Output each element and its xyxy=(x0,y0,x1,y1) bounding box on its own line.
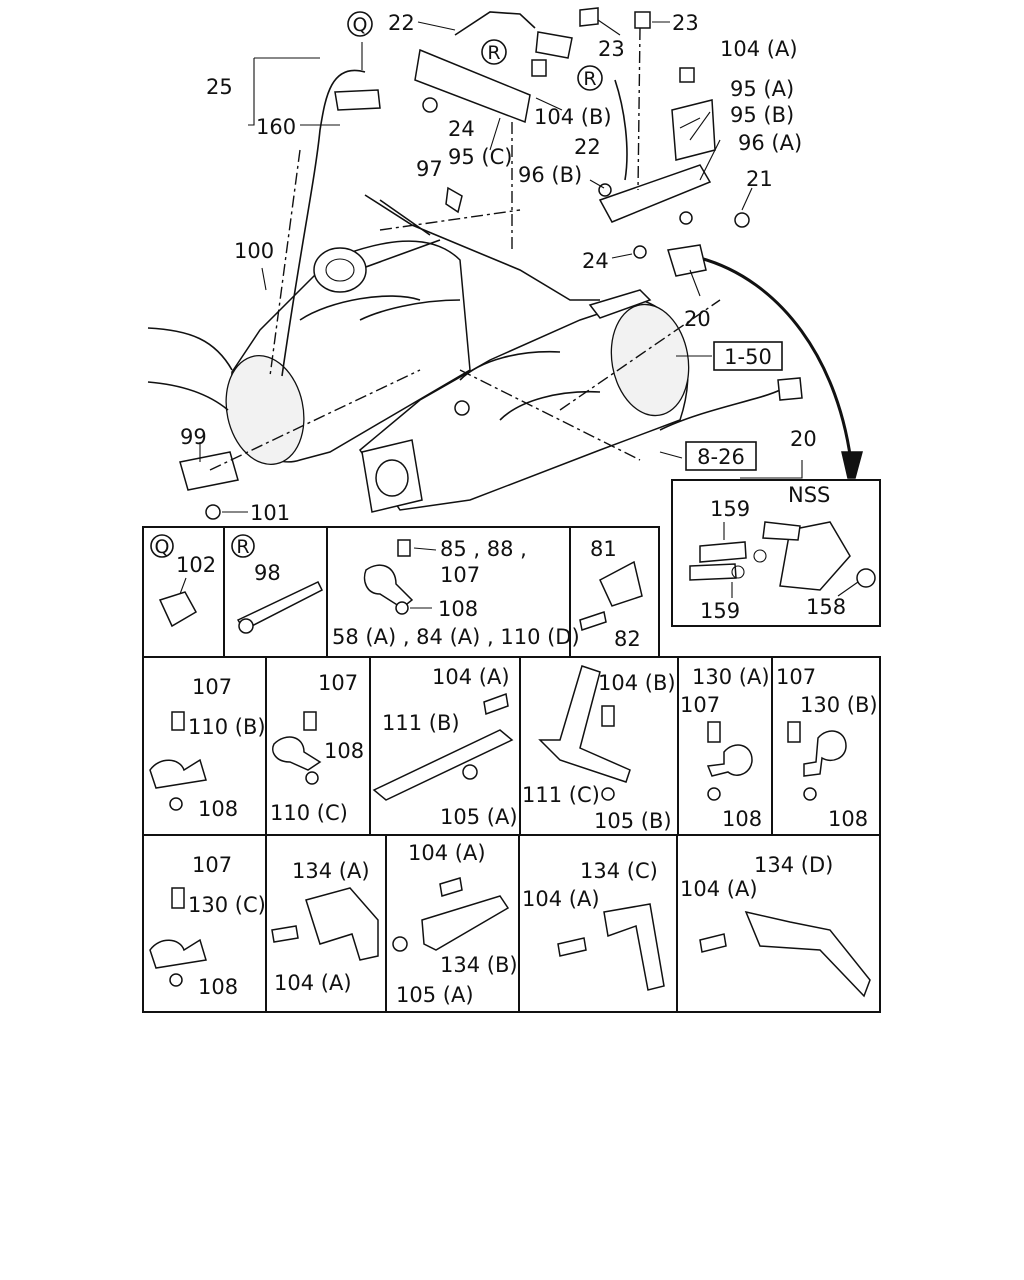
label-95b: 95 (B) xyxy=(730,103,794,127)
label-96a: 96 (A) xyxy=(738,131,802,155)
r2c4-105b: 105 (B) xyxy=(594,809,672,833)
r-marker-label: R xyxy=(487,42,500,64)
ref-1-50[interactable]: 1-50 xyxy=(724,345,772,369)
q-marker-label: Q xyxy=(353,14,368,36)
label-22a: 22 xyxy=(388,11,415,35)
label-95c: 95 (C) xyxy=(448,145,512,169)
r3c4-104a: 104 (A) xyxy=(522,887,600,911)
label-107-r1: 107 xyxy=(440,563,480,587)
label-99: 99 xyxy=(180,425,207,449)
cell-r-98: R 98 xyxy=(231,534,324,634)
r-marker-label-2: R xyxy=(583,68,596,90)
cell-134b: 104 (A) 105 (A) 134 (B) xyxy=(392,841,518,1007)
r3c2-104a: 104 (A) xyxy=(274,971,352,995)
label-20a: 20 xyxy=(684,307,711,331)
label-85-88: 85 , 88 , xyxy=(440,537,527,561)
cell-q-marker: Q xyxy=(155,536,170,558)
r3c4-134c: 134 (C) xyxy=(580,859,658,883)
r2c6-107: 107 xyxy=(776,665,816,689)
label-22b: 22 xyxy=(574,135,601,159)
r2c2-108: 108 xyxy=(324,739,364,763)
label-23a: 23 xyxy=(598,37,625,61)
nss-label-159a: 159 xyxy=(710,497,750,521)
r3c1-130c: 130 (C) xyxy=(188,893,266,917)
label-100: 100 xyxy=(234,239,274,263)
cell-134a: 134 (A) 104 (A) xyxy=(271,859,379,995)
label-96b: 96 (B) xyxy=(518,163,582,187)
cell-111c: 104 (B) 111 (C) 105 (B) xyxy=(522,665,676,833)
label-21: 21 xyxy=(746,167,773,191)
r3c5-134d: 134 (D) xyxy=(754,853,833,877)
r2c5-108: 108 xyxy=(722,807,762,831)
r3c2-134a: 134 (A) xyxy=(292,859,370,883)
r2c1-107: 107 xyxy=(192,675,232,699)
label-160: 160 xyxy=(256,115,296,139)
cell-130b: 107 130 (B) 108 xyxy=(776,665,878,831)
label-95a: 95 (A) xyxy=(730,77,794,101)
r2c4-104b: 104 (B) xyxy=(598,671,676,695)
r2c6-130b: 130 (B) xyxy=(800,693,878,717)
detail-grid xyxy=(142,526,881,1013)
r2c1-110b: 110 (B) xyxy=(188,715,266,739)
r2c2-107: 107 xyxy=(318,671,358,695)
label-101: 101 xyxy=(250,501,290,525)
r2c3-105a: 105 (A) xyxy=(440,805,518,829)
cell-110c: 107 108 110 (C) xyxy=(270,671,364,825)
left-canister xyxy=(225,239,471,466)
cell-130c: 107 130 (C) 108 xyxy=(149,853,266,999)
r2c4-111c: 111 (C) xyxy=(522,783,600,807)
label-25: 25 xyxy=(206,75,233,99)
cell-110b: 107 110 (B) 108 xyxy=(149,675,266,821)
r2c6-108: 108 xyxy=(828,807,868,831)
main-assembly: Q R R 1-50 8-26 22 23 23 104 (A) 95 (A) … xyxy=(147,7,863,525)
label-81: 81 xyxy=(590,537,617,561)
label-58-84-110: 58 (A) , 84 (A) , 110 (D) xyxy=(332,625,580,649)
r3c1-107: 107 xyxy=(192,853,232,877)
label-98: 98 xyxy=(254,561,281,585)
r2c1-108: 108 xyxy=(198,797,238,821)
label-104b-top: 104 (B) xyxy=(534,105,612,129)
r2c3-104a: 104 (A) xyxy=(432,665,510,689)
cell-130a: 130 (A) 107 108 xyxy=(680,665,770,831)
label-97: 97 xyxy=(416,157,443,181)
label-102: 102 xyxy=(176,553,216,577)
label-20b: 20 xyxy=(790,427,817,451)
cell-134c: 134 (C) 104 (A) xyxy=(522,859,665,991)
ref-8-26[interactable]: 8-26 xyxy=(697,445,745,469)
nss-label-159b: 159 xyxy=(700,599,740,623)
r3c3-105a: 105 (A) xyxy=(396,983,474,1007)
cell-q-102: Q 102 xyxy=(150,534,216,628)
cell-r-marker: R xyxy=(236,536,249,558)
label-24a: 24 xyxy=(448,117,475,141)
r2c5-130a: 130 (A) xyxy=(692,665,770,689)
r3c3-134b: 134 (B) xyxy=(440,953,518,977)
r2c3-111b: 111 (B) xyxy=(382,711,460,735)
label-23b: 23 xyxy=(672,11,699,35)
r3c1-108: 108 xyxy=(198,975,238,999)
nss-label-158: 158 xyxy=(806,595,846,619)
cell-111b: 104 (A) 111 (B) 105 (A) xyxy=(372,665,518,829)
r3c5-104a: 104 (A) xyxy=(680,877,758,901)
label-82: 82 xyxy=(614,627,641,651)
cell-clip-85: 85 , 88 , 107 108 58 (A) , 84 (A) , 110 … xyxy=(332,537,580,649)
r2c2-110c: 110 (C) xyxy=(270,801,348,825)
label-108-r1: 108 xyxy=(438,597,478,621)
r3c3-104a: 104 (A) xyxy=(408,841,486,865)
cell-81-82: 81 82 xyxy=(579,537,643,651)
cell-134d: 134 (D) 104 (A) xyxy=(680,853,871,998)
label-104a-top: 104 (A) xyxy=(720,37,798,61)
nss-detail-box: NSS 159 159 158 xyxy=(671,479,881,627)
nss-title: NSS xyxy=(788,483,830,507)
label-24b: 24 xyxy=(582,249,609,273)
r2c5-107: 107 xyxy=(680,693,720,717)
